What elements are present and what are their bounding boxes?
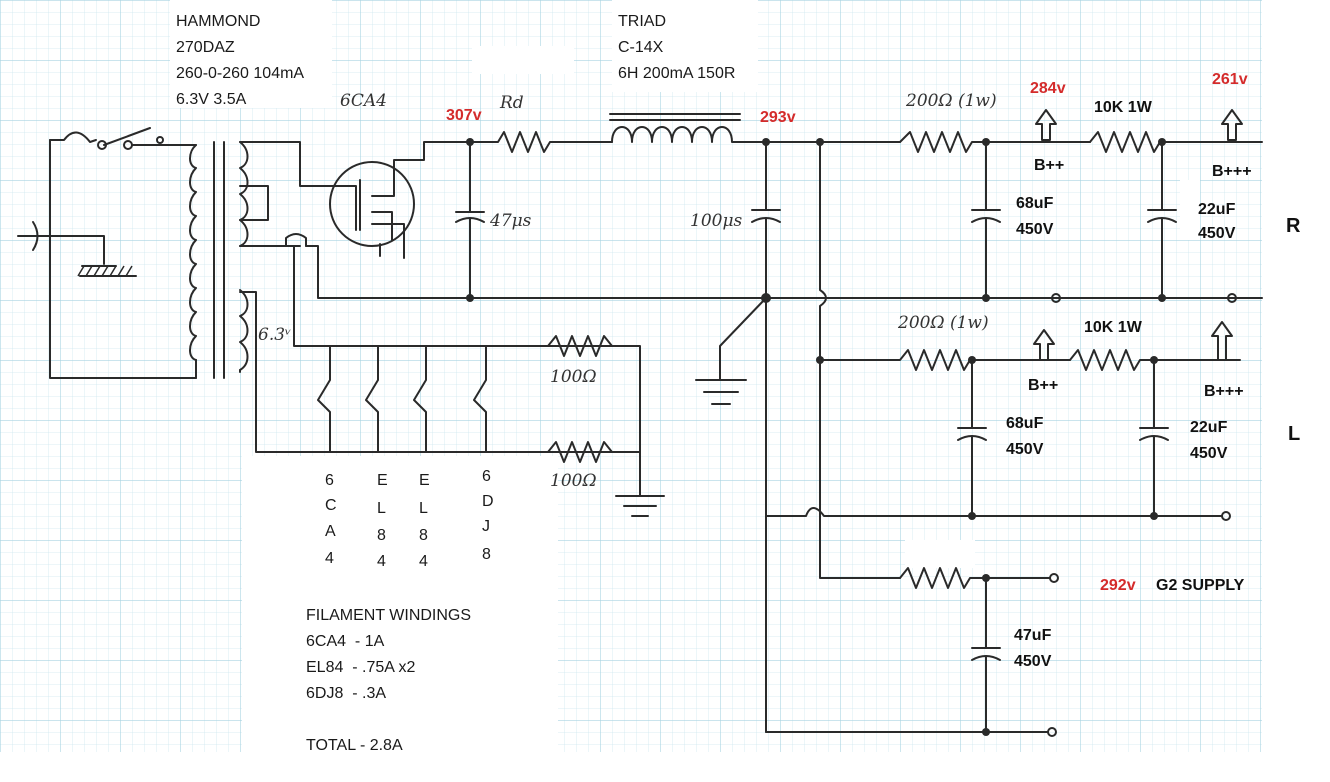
tube-3-char-4: 4: [419, 553, 428, 570]
res100-a-label: 100Ω: [550, 367, 597, 387]
res100-b-label: 100Ω: [550, 471, 597, 491]
node-bppp-right: B+++: [1212, 163, 1252, 180]
tube-2-char-1: E: [377, 472, 388, 489]
xfmr-fil: 6.3V 3.5A: [176, 91, 247, 108]
output-arrows: [1033, 109, 1243, 361]
tube-2-char-2: L: [377, 500, 386, 517]
c22-right-value: 22uF: [1198, 201, 1236, 218]
filament-line-el84: EL84 - .75A x2: [306, 659, 416, 676]
voltage-307: 307v: [446, 107, 482, 124]
res10k-left-label: 10K 1W: [1084, 319, 1143, 336]
tube-4-char-3: J: [482, 518, 490, 535]
node-bpp-right: B++: [1034, 157, 1064, 174]
filter-caps: [455, 141, 1263, 733]
rectifier-label: 6CA4: [340, 91, 387, 111]
xfmr-model: 270DAZ: [176, 39, 235, 56]
channel-left-label: L: [1288, 423, 1300, 445]
res200-right-label: 200Ω (1w): [905, 91, 997, 111]
tube-3-char-2: L: [419, 500, 428, 517]
channel-right-label: R: [1286, 215, 1301, 237]
tube-2-char-4: 4: [377, 553, 386, 570]
c22-left-voltage: 450V: [1190, 445, 1228, 462]
voltage-284: 284v: [1030, 80, 1066, 97]
filament-title: FILAMENT WINDINGS: [306, 607, 471, 624]
node-bpp-left: B++: [1028, 377, 1058, 394]
rd-label: Rd: [499, 93, 524, 113]
g2-supply-label: G2 SUPPLY: [1156, 577, 1245, 594]
left-channel-filter: [765, 349, 1241, 521]
voltage-292: 292v: [1100, 577, 1136, 594]
tube-1-char-3: A: [325, 523, 336, 540]
rectifier-tube: [329, 141, 471, 259]
xfmr-hv: 260-0-260 104mA: [176, 65, 304, 82]
heater-circuit: [317, 335, 665, 517]
c47-voltage: 450V: [1014, 653, 1052, 670]
power-transformer: [189, 141, 767, 453]
voltage-293: 293v: [760, 109, 796, 126]
c47-value: 47uF: [1014, 627, 1052, 644]
tube-3-char-3: 8: [419, 527, 428, 544]
tube-1-char-2: C: [325, 497, 337, 514]
node-bppp-left: B+++: [1204, 383, 1244, 400]
heater-label: 6.3ᵛ: [258, 325, 291, 345]
choke-model: C-14X: [618, 39, 664, 56]
filament-total: TOTAL - 2.8A: [306, 737, 403, 754]
c22-left-value: 22uF: [1190, 419, 1228, 436]
cap100-label: 100μs: [690, 211, 742, 231]
c68-left-value: 68uF: [1006, 415, 1044, 432]
tube-4-char-4: 8: [482, 546, 491, 563]
tube-4-char-2: D: [482, 493, 494, 510]
g2-supply: [765, 567, 1059, 737]
c22-right-voltage: 450V: [1198, 225, 1236, 242]
tube-2-char-3: 8: [377, 527, 386, 544]
voltage-261: 261v: [1212, 71, 1248, 88]
res10k-right-label: 10K 1W: [1094, 99, 1153, 116]
c68-left-voltage: 450V: [1006, 441, 1044, 458]
cap47-label: 47μs: [489, 211, 532, 231]
c68-right-voltage: 450V: [1016, 221, 1054, 238]
choke-spec: 6H 200mA 150R: [618, 65, 735, 82]
tube-4-char-1: 6: [482, 468, 491, 485]
filament-line-6dj8: 6DJ8 - .3A: [306, 685, 386, 702]
mains-input: [17, 127, 197, 379]
xfmr-brand: HAMMOND: [176, 13, 260, 30]
graph-paper: [0, 0, 1262, 752]
choke-brand: TRIAD: [618, 13, 666, 30]
filament-line-6ca4: 6CA4 - 1A: [306, 633, 385, 650]
tube-3-char-1: E: [419, 472, 430, 489]
tube-1-char-4: 4: [325, 550, 334, 567]
tube-1-char-1: 6: [325, 472, 334, 489]
b-plus-line: [466, 113, 1263, 153]
res200-left-label: 200Ω (1w): [897, 313, 989, 333]
c68-right-value: 68uF: [1016, 195, 1054, 212]
